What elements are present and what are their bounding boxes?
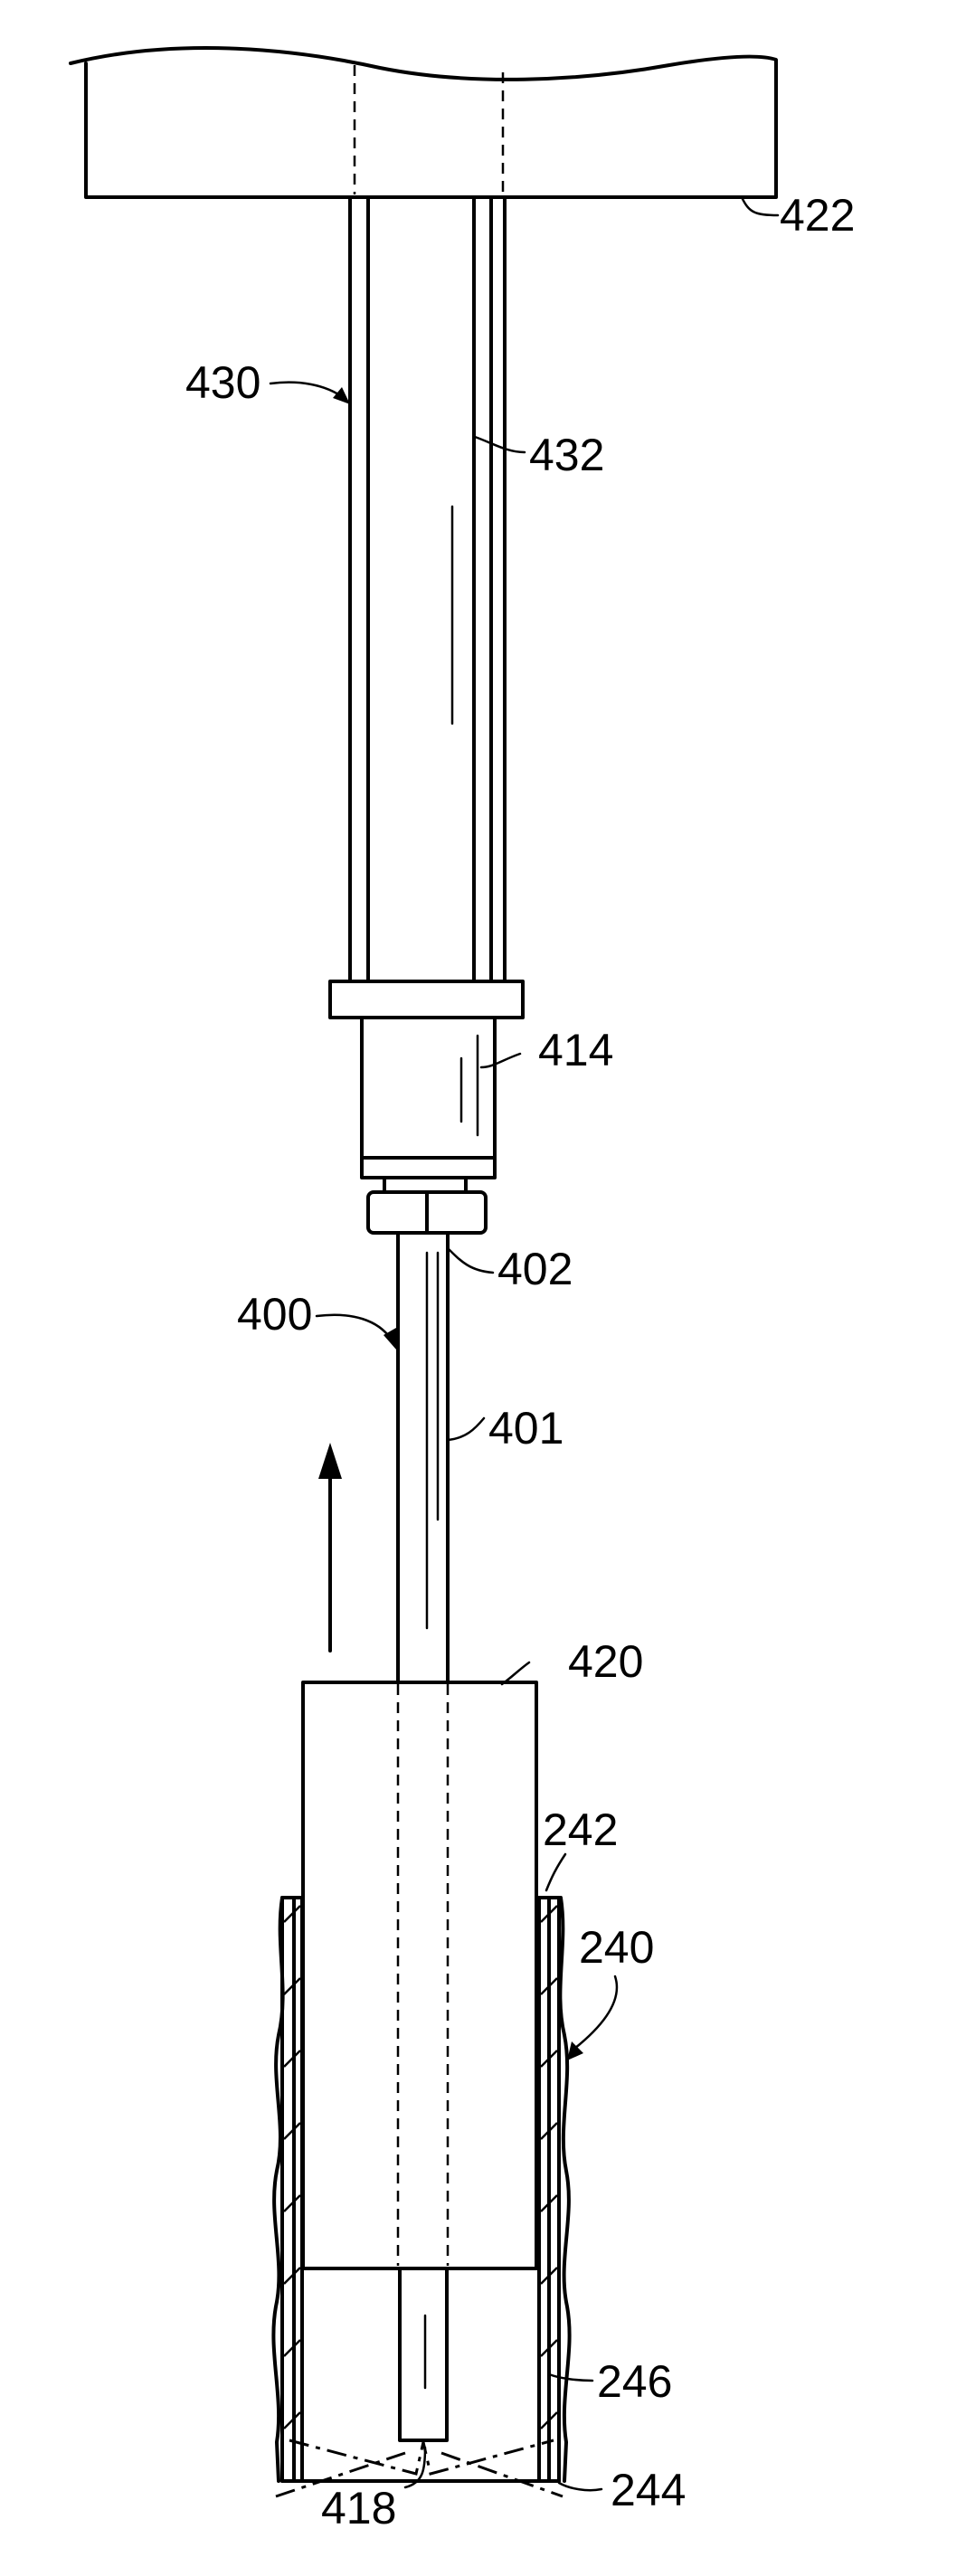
cylinder-tube	[350, 197, 505, 981]
label-242: 242	[543, 1804, 618, 1855]
label-244: 244	[611, 2465, 686, 2515]
label-432: 432	[529, 430, 604, 480]
housing	[303, 1682, 536, 2440]
rod	[398, 1233, 448, 1682]
label-400: 400	[237, 1289, 312, 1340]
label-422: 422	[780, 190, 855, 241]
support-plate	[71, 48, 776, 197]
label-401: 401	[488, 1403, 564, 1454]
label-430: 430	[185, 357, 260, 408]
label-246: 246	[597, 2356, 672, 2407]
label-240: 240	[579, 1922, 654, 1973]
label-420: 420	[568, 1636, 643, 1687]
tip	[276, 2440, 563, 2496]
coupling	[362, 1018, 495, 1178]
hex-nut	[368, 1178, 486, 1233]
leader-lines	[270, 197, 778, 2490]
label-418: 418	[321, 2483, 396, 2533]
label-402: 402	[497, 1244, 573, 1294]
flange-collar	[330, 981, 523, 1018]
outer-sleeve	[273, 1898, 569, 2481]
up-arrow-icon	[318, 1443, 342, 1651]
label-414: 414	[538, 1025, 613, 1075]
